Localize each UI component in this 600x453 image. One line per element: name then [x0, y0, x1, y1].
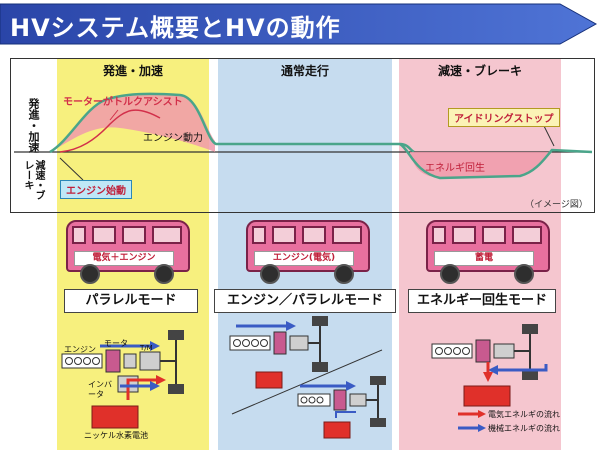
mode-label-brake: エネルギー回生モード: [408, 289, 556, 313]
graph-frame: [10, 58, 595, 213]
regen-area: [410, 152, 552, 178]
legend-mechanical-label: 機械エネルギの流れ: [488, 424, 560, 433]
bus-illustration-cruise: エンジン(電気): [246, 220, 370, 284]
phase-heading-start: 発進・加速: [102, 64, 163, 78]
engine-power-curve: [59, 109, 161, 153]
motor-label: モータ: [104, 339, 128, 348]
mode-label-cruise: エンジン／パラレルモード: [214, 289, 396, 313]
idling-stop-callout: アイドリングストップ: [448, 108, 560, 127]
schematic-start: [61, 330, 184, 429]
image-note: （イメージ図）: [525, 200, 588, 210]
engine-label: エンジン: [64, 345, 96, 354]
legend-arrows: [458, 410, 486, 432]
motor-assist-label: モーターがトルクアシスト: [63, 97, 183, 108]
bus-illustration-start: 電気＋エンジン: [66, 220, 190, 284]
regen-curve: [399, 142, 593, 180]
inverter-label: インバータ: [88, 380, 112, 399]
cruise-divider: [231, 349, 383, 415]
legend-electric-label: 電気エネルギの流れ: [488, 410, 560, 419]
banner-arrow-shape: [0, 3, 598, 45]
regen-label: エネルギ回生: [425, 163, 485, 174]
bus-label-brake: 蓄電: [434, 251, 534, 266]
tm-label: T/M: [140, 344, 153, 352]
y-axis-upper-label: 発進・加速: [27, 98, 40, 153]
schematic-cruise-upper: [229, 316, 328, 389]
phase-heading-cruise: 通常走行: [280, 64, 329, 78]
engine-start-leader: [59, 157, 84, 181]
title-banner: HVシステム概要とHVの動作: [0, 2, 598, 45]
schematic-brake: [431, 324, 548, 407]
motor-assist-area: [50, 93, 215, 152]
battery-label: ニッケル水素電池: [84, 431, 148, 440]
phase-heading-brake: 減速・ブレーキ: [437, 64, 522, 78]
motor-assist-leader: [109, 109, 119, 121]
mode-label-start: パラレルモード: [64, 289, 198, 313]
bus-illustration-brake: 蓄電: [426, 220, 550, 284]
page-title: HVシステム概要とHVの動作: [10, 14, 341, 42]
schematic-cruise-lower: [297, 376, 386, 439]
engine-power-label: エンジン動力: [143, 133, 203, 144]
engine-start-callout: エンジン始動: [60, 180, 132, 199]
total-power-curve: [49, 92, 415, 154]
bus-label-cruise: エンジン(電気): [254, 251, 354, 266]
bus-label-start: 電気＋エンジン: [74, 251, 174, 266]
y-axis-lower-label: 減速・ブレーキ: [22, 160, 44, 200]
